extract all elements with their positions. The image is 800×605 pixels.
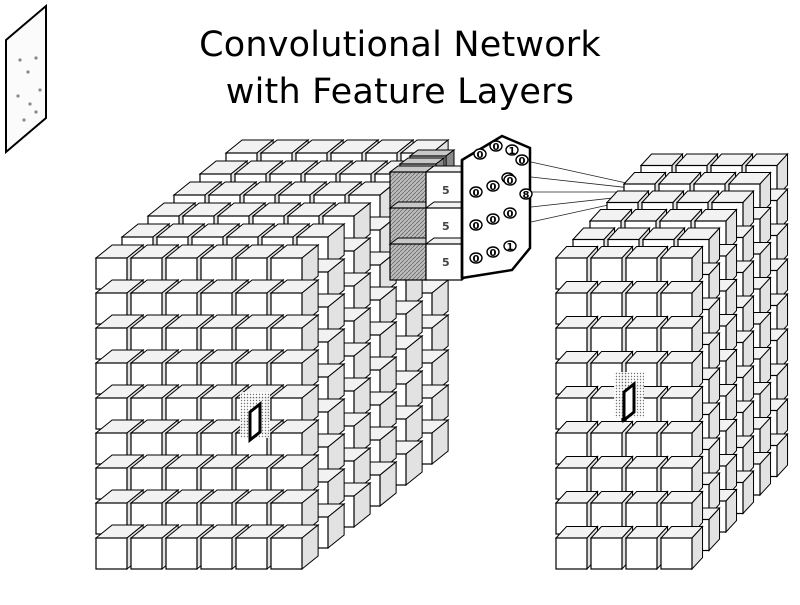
kernel-value-ring xyxy=(469,219,483,231)
kernel-value: 0 xyxy=(473,254,480,265)
volume-cube xyxy=(659,455,704,501)
volume-cube xyxy=(659,525,704,571)
output-feature-volume xyxy=(554,152,789,571)
image-speck xyxy=(26,70,30,74)
image-speck xyxy=(22,118,26,122)
kernel-value-ring xyxy=(503,207,517,219)
kernel-value: 0 xyxy=(490,182,497,193)
connector-line xyxy=(521,159,641,187)
volume-cube xyxy=(269,383,320,431)
image-speck xyxy=(34,56,38,60)
image-frame xyxy=(5,3,47,155)
kernel-value-ring xyxy=(486,180,500,192)
image-speck xyxy=(16,94,20,98)
kernel-top-value-ring xyxy=(519,188,533,200)
kernel-top-value-ring xyxy=(505,144,519,156)
image-speck xyxy=(28,102,32,106)
kernel-value-ring xyxy=(469,186,483,198)
convolution-kernel: 555001008000000001 xyxy=(388,134,533,281)
image-speck xyxy=(38,88,42,92)
kernel-value: 0 xyxy=(473,188,480,199)
image-speck xyxy=(34,110,38,114)
kernel-left-value: 5 xyxy=(442,256,450,269)
volume-cube xyxy=(269,523,320,571)
kernel-value-ring xyxy=(486,246,500,258)
kernel-value-ring xyxy=(503,240,517,252)
kernel-top-value: 0 xyxy=(519,156,526,167)
kernel-value: 0 xyxy=(490,248,497,259)
kernel-value: 0 xyxy=(473,221,480,232)
kernel-top-value: 0 xyxy=(493,142,500,153)
kernel-value-ring xyxy=(503,174,517,186)
kernel-top-value-ring xyxy=(515,154,529,166)
kernel-top-value-ring xyxy=(473,148,487,160)
kernel-top-value: 0 xyxy=(477,150,484,161)
kernel-value: 0 xyxy=(490,215,497,226)
connector-line xyxy=(521,175,641,190)
kernel-value-ring xyxy=(486,213,500,225)
kernel-left-value: 5 xyxy=(442,184,450,197)
image-speck xyxy=(18,58,22,62)
kernel-value: 0 xyxy=(507,209,514,220)
diagram-title-line-1: Convolutional Network xyxy=(199,25,601,65)
kernel-value-ring xyxy=(469,252,483,264)
receptive-field-marker xyxy=(240,392,270,444)
diagram-title-line-2: with Feature Layers xyxy=(225,72,575,112)
kernel-top-value: 8 xyxy=(523,190,530,201)
kernel-value: 0 xyxy=(507,176,514,187)
kernel-left-value: 5 xyxy=(442,220,450,233)
kernel-top-value: 1 xyxy=(509,146,516,157)
kernel-value: 1 xyxy=(507,242,514,253)
input-image-icon xyxy=(5,3,47,155)
input-feature-volume xyxy=(94,138,450,571)
receptive-field-marker xyxy=(614,372,644,424)
volume-cube xyxy=(659,350,704,396)
kernel-top-value-ring xyxy=(489,140,503,152)
